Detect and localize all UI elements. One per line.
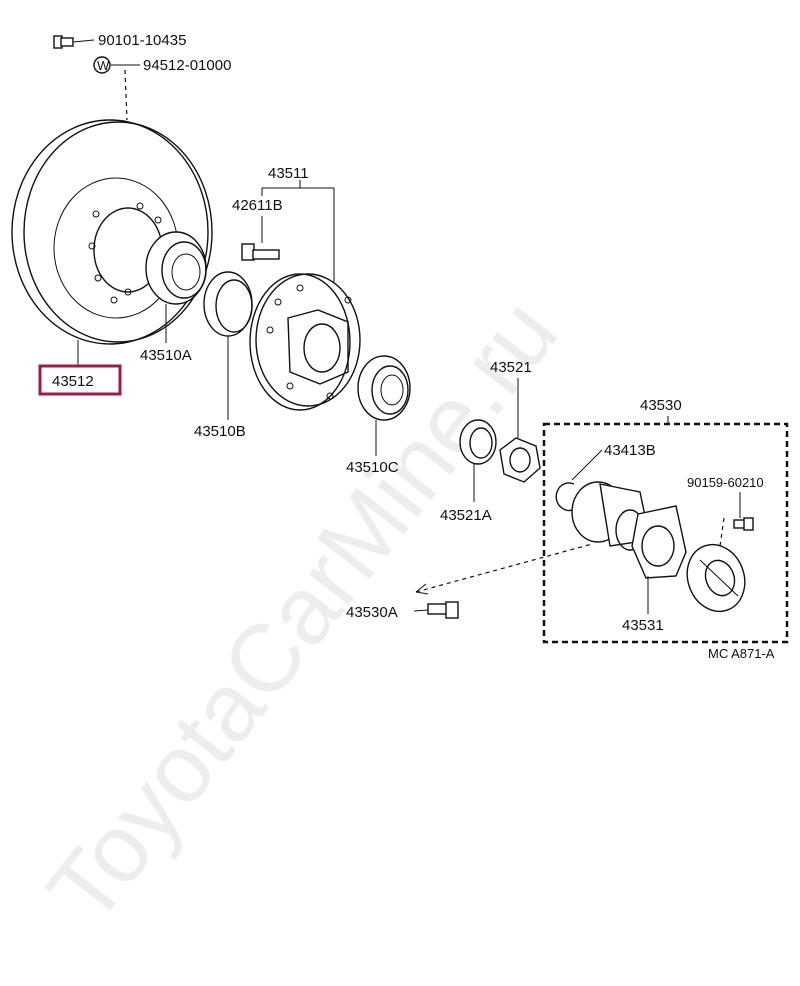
label-43521a[interactable]: 43521A bbox=[440, 507, 492, 524]
label-42611b[interactable]: 42611B bbox=[232, 197, 283, 214]
label-43531[interactable]: 43531 bbox=[622, 617, 664, 634]
label-43511[interactable]: 43511 bbox=[268, 165, 309, 182]
label-94512-01000[interactable]: 94512-01000 bbox=[143, 57, 231, 74]
washer-43521a-icon[interactable] bbox=[459, 419, 497, 465]
hub-bolt-42611b-icon[interactable] bbox=[241, 243, 280, 261]
highlight-box bbox=[38, 364, 122, 396]
washer-94512-icon[interactable]: W bbox=[93, 56, 111, 74]
label-43530a[interactable]: 43530A bbox=[346, 604, 398, 621]
label-43510b[interactable]: 43510B bbox=[194, 423, 246, 440]
label-43530[interactable]: 43530 bbox=[640, 397, 682, 414]
bolt-43530a-icon[interactable] bbox=[427, 601, 459, 619]
leader-dashed-43530a bbox=[415, 543, 593, 593]
label-43510c[interactable]: 43510C bbox=[346, 459, 399, 476]
flange-43531-icon[interactable] bbox=[571, 481, 687, 579]
nut-43521-icon[interactable] bbox=[499, 437, 541, 483]
washer-mark: W bbox=[97, 58, 110, 73]
reference-code: MC A871-A bbox=[708, 646, 775, 661]
seal-43510b-icon[interactable] bbox=[203, 271, 253, 337]
hub-cap-icon[interactable] bbox=[678, 536, 754, 619]
label-43413b[interactable]: 43413B bbox=[604, 442, 656, 459]
bearing-43510c-icon[interactable] bbox=[357, 355, 411, 421]
label-90159-60210[interactable]: 90159-60210 bbox=[687, 475, 764, 490]
flange-bolt-icon[interactable] bbox=[733, 517, 754, 531]
label-43521[interactable]: 43521 bbox=[490, 359, 532, 376]
hub-43511-icon[interactable] bbox=[249, 273, 361, 411]
leader-dashed-top bbox=[124, 69, 128, 121]
label-43510a[interactable]: 43510A bbox=[140, 347, 192, 364]
bolt-90101-icon[interactable] bbox=[53, 35, 74, 49]
assembly-box bbox=[542, 422, 789, 644]
bearing-43510a-icon[interactable] bbox=[145, 231, 207, 305]
label-90101-10435[interactable]: 90101-10435 bbox=[98, 32, 186, 49]
label-43512[interactable]: 43512 bbox=[52, 373, 94, 390]
